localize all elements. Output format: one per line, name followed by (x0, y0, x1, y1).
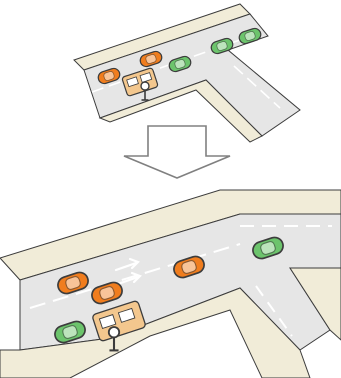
scene-after (0, 190, 341, 378)
down-arrow-icon (124, 126, 230, 178)
scene-before (74, 4, 300, 142)
